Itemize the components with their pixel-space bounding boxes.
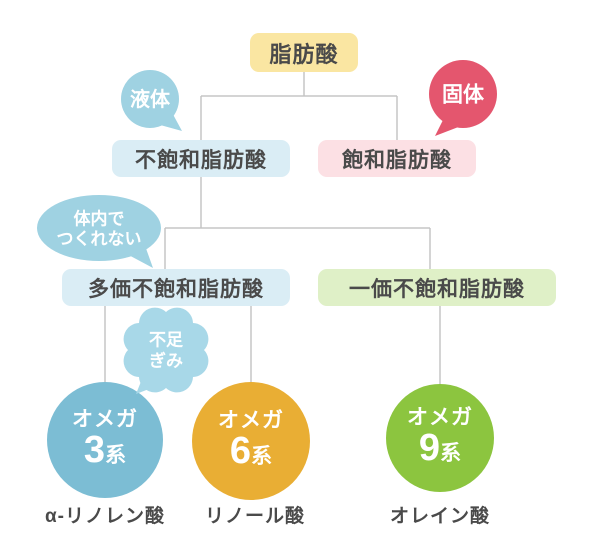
omega-3-circle: オメガ 3 系 bbox=[47, 382, 163, 498]
liquid-bubble-label: 液体 bbox=[130, 87, 171, 111]
omega-6-prefix: オメガ bbox=[218, 409, 284, 433]
liquid-callout-bubble: 液体 bbox=[121, 70, 182, 131]
omega-6-number: 6 bbox=[229, 430, 252, 473]
liquid-bubble-shape bbox=[121, 70, 179, 128]
omega-6-circle: オメガ 6 系 bbox=[192, 382, 310, 500]
monounsaturated-fatty-acid-box: 一価不飽和脂肪酸 bbox=[318, 269, 556, 306]
saturated-fatty-acid-box: 飽和脂肪酸 bbox=[318, 140, 476, 177]
unsaturated-fatty-acid-box: 不飽和脂肪酸 bbox=[112, 140, 290, 177]
insufficient-bubble-cloud-shape bbox=[123, 307, 209, 393]
not-made-in-body-callout-bubble: 体内で つくれない bbox=[37, 195, 161, 268]
insufficient-bubble-line2: ぎみ bbox=[149, 351, 183, 371]
omega-9-number: 9 bbox=[418, 427, 441, 470]
oleic-acid-label: オレイン酸 bbox=[389, 506, 490, 527]
linoleic-acid-label: リノール酸 bbox=[204, 506, 305, 527]
omega-3-number: 3 bbox=[83, 429, 106, 472]
alpha-linolenic-acid-label: α-リノレン酸 bbox=[44, 506, 165, 527]
not-made-bubble-shape bbox=[37, 195, 161, 261]
fatty-acid-root-box: 脂肪酸 bbox=[250, 33, 358, 72]
polyunsaturated-fatty-acid-box: 多価不飽和脂肪酸 bbox=[62, 269, 290, 306]
omega-6-suffix: 系 bbox=[251, 445, 273, 469]
solid-bubble-shape bbox=[429, 60, 497, 128]
solid-bubble-label: 固体 bbox=[442, 84, 485, 107]
not-made-bubble-line2: つくれない bbox=[57, 230, 142, 249]
insufficient-bubble-line1: 不足 bbox=[149, 331, 183, 350]
omega-9-prefix: オメガ bbox=[407, 406, 473, 430]
omega-3-prefix: オメガ bbox=[72, 408, 138, 432]
omega-9-circle: オメガ 9 系 bbox=[386, 384, 494, 492]
insufficient-callout-bubble: 不足 ぎみ bbox=[123, 307, 209, 394]
not-made-bubble-line1: 体内で bbox=[74, 209, 125, 229]
omega-3-suffix: 系 bbox=[105, 444, 127, 468]
solid-callout-bubble: 固体 bbox=[429, 60, 497, 136]
omega-9-suffix: 系 bbox=[440, 442, 462, 466]
